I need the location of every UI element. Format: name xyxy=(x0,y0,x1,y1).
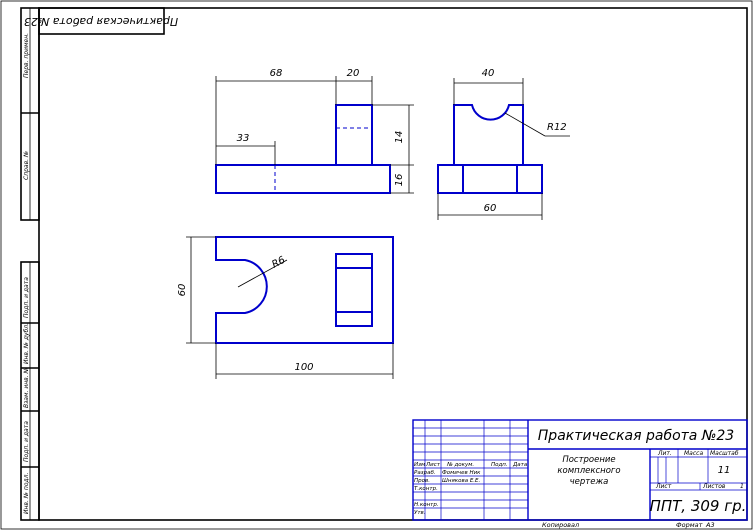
side-base xyxy=(437,164,543,194)
side-upright xyxy=(453,104,524,166)
dim-33: 33 xyxy=(237,133,250,144)
dim-68: 68 xyxy=(270,68,283,79)
side-label-sign-date-1: Подп. и дата xyxy=(23,277,30,318)
role-tech-control: Т.контр. xyxy=(414,486,438,492)
front-view xyxy=(215,104,391,194)
dim-60-plan: 60 xyxy=(177,284,188,297)
plan-outline xyxy=(215,236,394,344)
header-doc-no: № докум. xyxy=(446,462,474,468)
format-value: А3 xyxy=(705,521,715,529)
side-label-replace-inv: Взам. инв. № xyxy=(23,367,30,408)
scale-label: Масштаб xyxy=(710,450,739,457)
dim-20: 20 xyxy=(347,68,360,79)
side-view xyxy=(437,104,543,194)
side-label-sign-date-2: Подп. и дата xyxy=(23,421,30,462)
header-sign: Подп. xyxy=(491,462,508,468)
sheets-value: 1 xyxy=(740,483,744,490)
title-block-title: Практическая работа №23 xyxy=(538,428,734,444)
side-label-first-use: Перв. примен. xyxy=(23,33,30,78)
side-label-inv-orig: Инв. № подл. xyxy=(23,473,30,514)
plan-dimensions: R6 60 100 xyxy=(177,236,394,379)
header-izm: Изм xyxy=(414,462,425,468)
dim-40: 40 xyxy=(482,68,495,79)
role-developer: Разраб. xyxy=(414,470,436,476)
copied-label: Копировал xyxy=(542,521,579,529)
plan-view xyxy=(215,236,394,344)
lit-label: Лит. xyxy=(657,450,672,457)
format-label: Формат xyxy=(676,521,703,529)
drawing-name-line-1: Построение xyxy=(562,455,615,465)
side-dimensions: 40 R12 60 xyxy=(437,68,570,220)
dim-100: 100 xyxy=(294,362,313,373)
side-label-ref-no: Справ. № xyxy=(23,151,30,180)
front-base xyxy=(215,164,391,194)
organization: ППТ, 309 гр. xyxy=(650,497,747,515)
front-boss xyxy=(335,104,373,166)
sheet-label: Лист xyxy=(655,483,672,490)
side-label-inv-dup: Инв. № дубл. xyxy=(23,323,30,364)
dim-14: 14 xyxy=(394,131,405,144)
mass-label: Масса xyxy=(684,450,703,457)
header-list: Лист xyxy=(425,462,441,468)
drawing-name-line-3: чертежа xyxy=(570,477,609,487)
side-column-top: Перв. примен. Справ. № xyxy=(20,7,40,221)
plan-boss xyxy=(335,253,373,327)
role-approved: Утв. xyxy=(414,510,426,516)
side-column-bottom: Подп. и дата Инв. № дубл. Взам. инв. № П… xyxy=(20,261,40,521)
header-date: Дата xyxy=(512,462,528,468)
drawing-name-line-2: комплексного xyxy=(557,466,620,476)
scale-value: 11 xyxy=(718,465,731,476)
dim-r12: R12 xyxy=(547,122,567,133)
name-checker: Шнякова Е.Е. xyxy=(442,478,481,484)
role-norm-control: Н.контр. xyxy=(414,502,439,508)
title-block: Практическая работа №23 Построение компл… xyxy=(412,419,748,521)
front-dimensions: 68 20 33 14 16 xyxy=(215,68,414,194)
name-developer: Фомичев Ник xyxy=(442,470,481,476)
role-checker: Пров. xyxy=(414,478,430,484)
sheets-label: Листов xyxy=(702,483,726,490)
dim-60-side: 60 xyxy=(484,203,497,214)
upside-down-stamp-text: Практическая работа №23 xyxy=(24,15,178,28)
dim-16: 16 xyxy=(394,174,405,187)
